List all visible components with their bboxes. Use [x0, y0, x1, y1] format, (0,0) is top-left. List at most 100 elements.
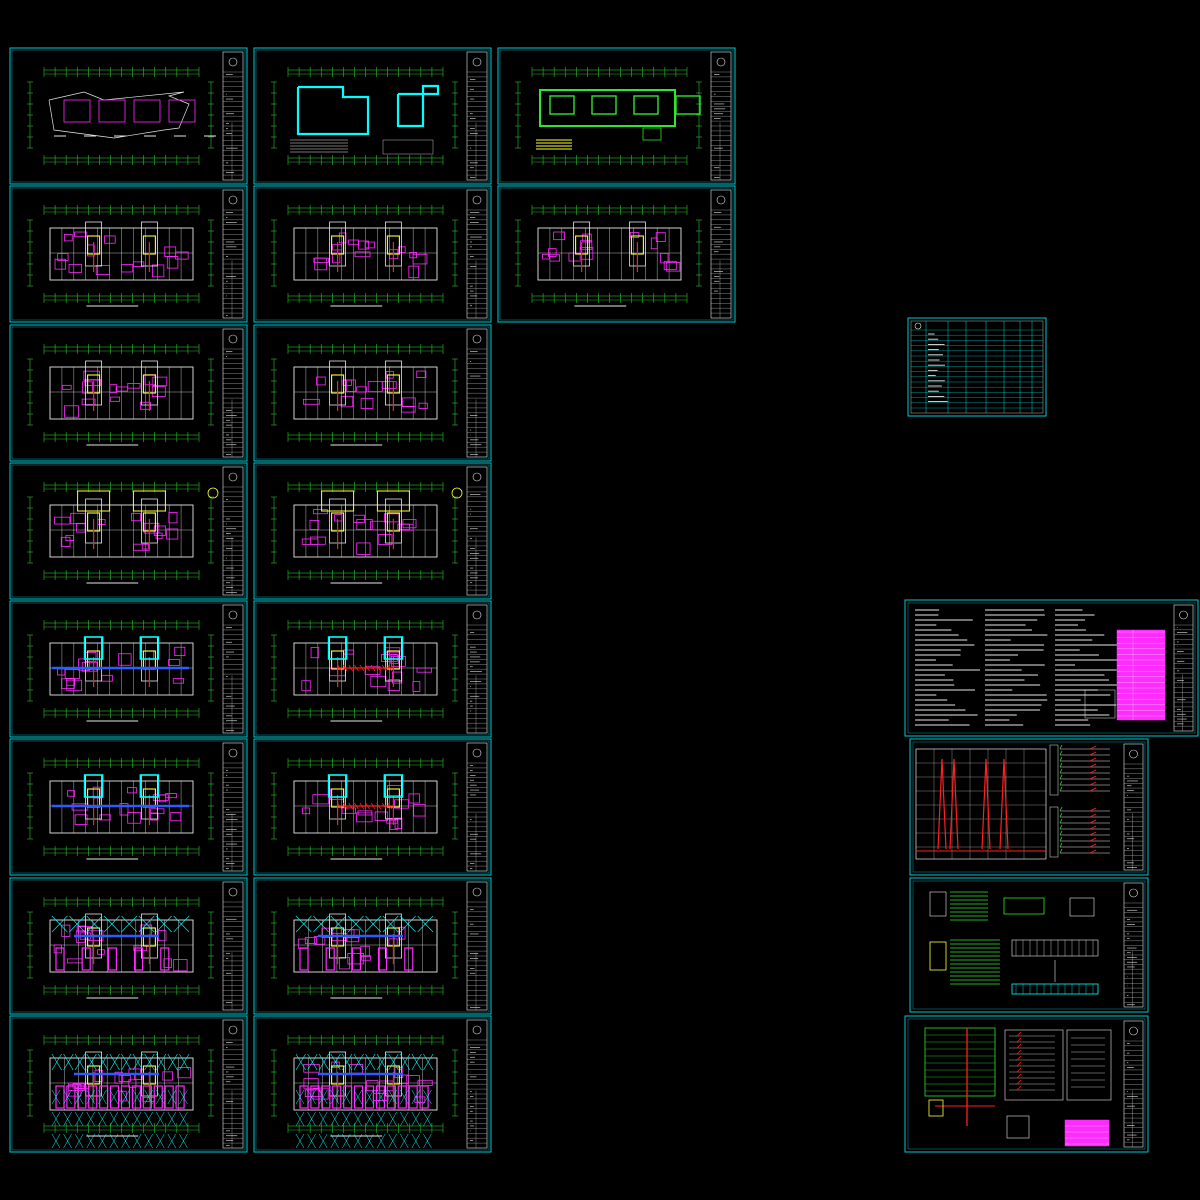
parking-bay [378, 947, 388, 971]
parking-stall [69, 915, 85, 933]
dimension-line-vertical [452, 1049, 458, 1117]
dimension-line [43, 67, 200, 77]
parking-stall [51, 1053, 62, 1071]
dimension-line [287, 620, 444, 630]
dimension-line [287, 344, 444, 354]
dimension-line [287, 846, 444, 856]
parking-stall [86, 1053, 97, 1071]
parking-stall [74, 1089, 84, 1105]
component-box [1069, 897, 1095, 917]
dimension-line-vertical [27, 219, 33, 287]
floor-plan [515, 67, 702, 165]
parking-stall [109, 1111, 119, 1127]
fixture [301, 538, 319, 545]
fixture [548, 248, 557, 257]
parking-bay [408, 1085, 418, 1109]
fixture [310, 647, 320, 659]
parking-bay [351, 947, 361, 971]
parking-stall [388, 1089, 397, 1105]
parking-stall [295, 1111, 305, 1127]
parking-stall [86, 1089, 95, 1105]
parking-stall [63, 1133, 72, 1149]
fixture [650, 237, 658, 250]
fixture [168, 512, 178, 524]
circuit-tick [1059, 848, 1063, 854]
fixture [84, 379, 101, 386]
detail-box [1006, 1115, 1030, 1139]
parking-stall [103, 915, 120, 933]
right-sheet-riser-diagram [909, 738, 1149, 876]
pipe-mark [387, 664, 393, 672]
title-block [222, 604, 244, 734]
panel-schedule [1004, 1029, 1064, 1101]
parking-stall [376, 1089, 386, 1105]
parking-bay [66, 1085, 76, 1109]
dimension-line-vertical [271, 219, 277, 287]
floor-plan [27, 205, 214, 307]
title-block-frame [466, 1019, 488, 1149]
dimension-line-vertical [696, 81, 702, 149]
core-highlight [327, 774, 348, 798]
breaker-mark [1016, 1031, 1022, 1037]
parking-stall [330, 915, 347, 933]
fixture [65, 534, 74, 541]
dimension-line [43, 758, 200, 768]
parking-stall [382, 915, 399, 933]
parking-stall [63, 1111, 72, 1127]
pipe-mark [359, 802, 365, 810]
floor-plan-sheet [253, 877, 492, 1015]
title-block [466, 328, 488, 458]
dimension-line-vertical [452, 911, 458, 979]
core-highlight [383, 636, 404, 660]
fixture [143, 522, 160, 534]
floor-plan-sheet [9, 47, 248, 185]
logo-mark [228, 195, 238, 205]
sheet-frame [904, 599, 1199, 737]
north-arrow-icon [451, 487, 463, 499]
fixture [367, 381, 383, 393]
fixture [400, 523, 414, 531]
title-block-frame [222, 466, 244, 596]
sheet-frame [904, 1015, 1149, 1153]
fixture [340, 395, 354, 408]
fixture [68, 263, 83, 273]
parking-stall [376, 1053, 387, 1071]
fixture [63, 234, 73, 242]
logo-mark [472, 610, 482, 620]
fixture [119, 803, 129, 816]
parking-stall [63, 1053, 74, 1071]
breaker-mark [1089, 831, 1097, 836]
fixture [304, 937, 317, 944]
legend-box [382, 139, 434, 155]
parking-bay [419, 1085, 429, 1109]
title-block-frame [710, 189, 732, 319]
breaker-mark [1089, 843, 1097, 848]
fixture [542, 253, 550, 260]
circuit-tick [1059, 768, 1063, 774]
logo-mark [1129, 749, 1138, 759]
pipe-mark [337, 664, 342, 672]
fixture [356, 812, 373, 823]
dimension-line-vertical [208, 219, 214, 287]
fixture [354, 251, 371, 258]
floor-plan [27, 344, 214, 446]
fixture [655, 232, 666, 243]
fixture [109, 384, 118, 394]
title-block [466, 881, 488, 1011]
sheet-inner-frame [255, 187, 490, 321]
title-block [222, 466, 244, 596]
dimension-line-vertical [452, 496, 458, 564]
fixture [370, 675, 387, 688]
logo-mark [472, 195, 482, 205]
fixture [347, 953, 365, 965]
right-sheet-notes [904, 599, 1199, 737]
dimension-line-vertical [271, 772, 277, 840]
dimension-line [43, 482, 200, 492]
parking-stall [86, 915, 103, 933]
title-block-frame [1123, 1020, 1144, 1148]
fixture [61, 384, 72, 390]
parking-stall [307, 1111, 316, 1127]
circuit-tick [1059, 774, 1063, 780]
parking-stall [144, 1053, 155, 1071]
title-block [466, 742, 488, 872]
